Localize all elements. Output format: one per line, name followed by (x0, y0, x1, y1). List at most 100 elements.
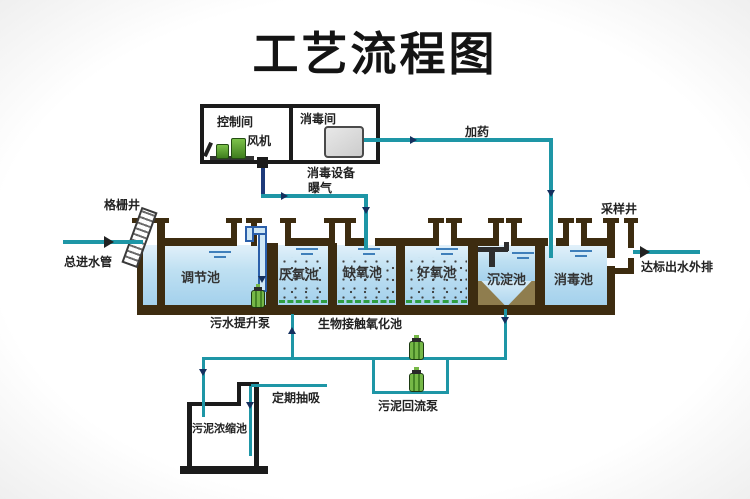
sedimentation-tank-label: 沉淀池 (487, 272, 527, 287)
lift-pump-label: 污水提升泵 (210, 316, 271, 330)
hatch-stub (285, 222, 291, 246)
sludge-return-pump-icon (409, 335, 424, 360)
hopper-drain-arrow-icon (501, 317, 509, 324)
hatch-stub (451, 222, 457, 246)
periodic-suction-label: 定期抽吸 (272, 391, 321, 405)
dosing-pipe-horizontal (360, 138, 551, 142)
hatch-cap (624, 218, 638, 223)
wall-sedimentation-disinfection (535, 243, 545, 307)
waterline-icon (296, 248, 318, 256)
clarifier-inlet-baffle (489, 251, 495, 267)
block-floor (137, 305, 615, 315)
hatch-cap (576, 218, 592, 223)
hatch-cap (506, 218, 522, 223)
dosing-down-arrow-icon (547, 190, 555, 197)
outlet-pipe (633, 250, 700, 254)
hatch-stub (563, 222, 569, 246)
bio-contact-label: 生物接触氧化池 (318, 317, 403, 331)
wall-regulating-anaerobic (266, 243, 278, 307)
inlet-pipe (63, 240, 143, 244)
fan-unit-icon (231, 138, 246, 159)
outlet-arrow-icon (640, 246, 650, 258)
dosing-pipe-down (549, 138, 553, 258)
inlet-arrow-icon (104, 236, 114, 248)
roof-segment (457, 238, 493, 246)
media-dots (338, 257, 395, 301)
thickener-right-wall (254, 382, 259, 466)
hatch-stub (433, 222, 439, 246)
block-left-wall (157, 222, 165, 307)
hatch-cap (152, 218, 169, 223)
diffuser-line (279, 300, 327, 303)
lift-riser-outlet (245, 226, 254, 242)
outlet-label: 达标出水外排 (641, 260, 714, 274)
hatch-cap (246, 218, 262, 223)
hatch-cap (324, 218, 340, 223)
inlet-label: 总进水管 (64, 255, 113, 269)
media-dots (279, 257, 327, 301)
hatch-stub (581, 222, 587, 246)
aeration-arrow-icon (281, 192, 288, 200)
hatch-cap (280, 218, 296, 223)
sampling-well-label: 采样井 (601, 202, 638, 216)
disinfection-room-label: 消毒间 (300, 112, 337, 126)
hatch-stub (345, 222, 351, 246)
riser-arrow-icon (258, 276, 266, 283)
diffuser-line (338, 300, 395, 303)
hatch-cap (488, 218, 504, 223)
blower-down-pipe (261, 166, 265, 197)
hatch-stub (493, 222, 499, 246)
page-title: 工艺流程图 (252, 28, 498, 80)
fan-unit-icon (216, 144, 229, 159)
roof-segment (556, 238, 563, 246)
thickener-base-slab (180, 466, 268, 474)
wall-anoxic-aerobic (396, 243, 405, 307)
sludge-return-riser (291, 314, 294, 359)
pump-loop-bottom (372, 391, 449, 394)
waterline-icon (570, 250, 592, 258)
hatch-cap (226, 218, 242, 223)
screen-well-water (143, 245, 157, 307)
roof-segment (351, 238, 365, 246)
block-right-wall-upper (607, 222, 615, 258)
pump-loop-left (372, 357, 375, 394)
hatch-cap (340, 218, 356, 223)
roof-segment (291, 238, 329, 246)
diffuser-line (406, 300, 467, 303)
hatch-cap (446, 218, 462, 223)
thickener-top-rim (187, 402, 239, 406)
roof-segment (517, 238, 548, 246)
media-dots (406, 257, 467, 301)
suction-arrow-icon (246, 402, 254, 409)
dosing-label: 加药 (465, 125, 490, 139)
sampling-well-right-wall (628, 222, 634, 248)
suction-pipe-horizontal (251, 384, 327, 387)
sampling-well-right-wall (628, 258, 634, 268)
sludge-return-pump-label: 污泥回流泵 (378, 399, 439, 413)
sludge-return-pump-icon (409, 367, 424, 392)
clarifier-inlet-baffle (478, 247, 508, 252)
waterline-icon (358, 248, 380, 256)
anoxic-tank-label: 缺氧池 (343, 265, 383, 280)
disinfection-equipment-label: 消毒设备 (307, 166, 356, 180)
wall-aerobic-sedimentation (468, 243, 478, 307)
screen-well-left-wall (137, 222, 143, 307)
suction-pipe-vertical (249, 386, 252, 456)
disinfection-tank-label: 消毒池 (554, 272, 594, 287)
hatch-cap (428, 218, 444, 223)
pump-loop-right (446, 357, 449, 394)
sampling-well-bottom (607, 268, 634, 274)
thickener-top-rim-right (237, 382, 259, 386)
thickener-label: 污泥浓缩池 (192, 423, 247, 435)
disinfection-equipment-box (324, 126, 364, 158)
hatch-stub (329, 222, 335, 246)
aeration-pipe-down (364, 194, 368, 250)
hatch-cap (603, 218, 619, 223)
thickener-inlet-arrow-icon (199, 369, 207, 376)
aeration-label: 曝气 (308, 181, 333, 195)
thickener-left-wall (187, 402, 192, 466)
hatch-stub (511, 222, 517, 246)
clarifier-inlet-baffle (504, 242, 509, 251)
waterline-icon (209, 251, 231, 259)
